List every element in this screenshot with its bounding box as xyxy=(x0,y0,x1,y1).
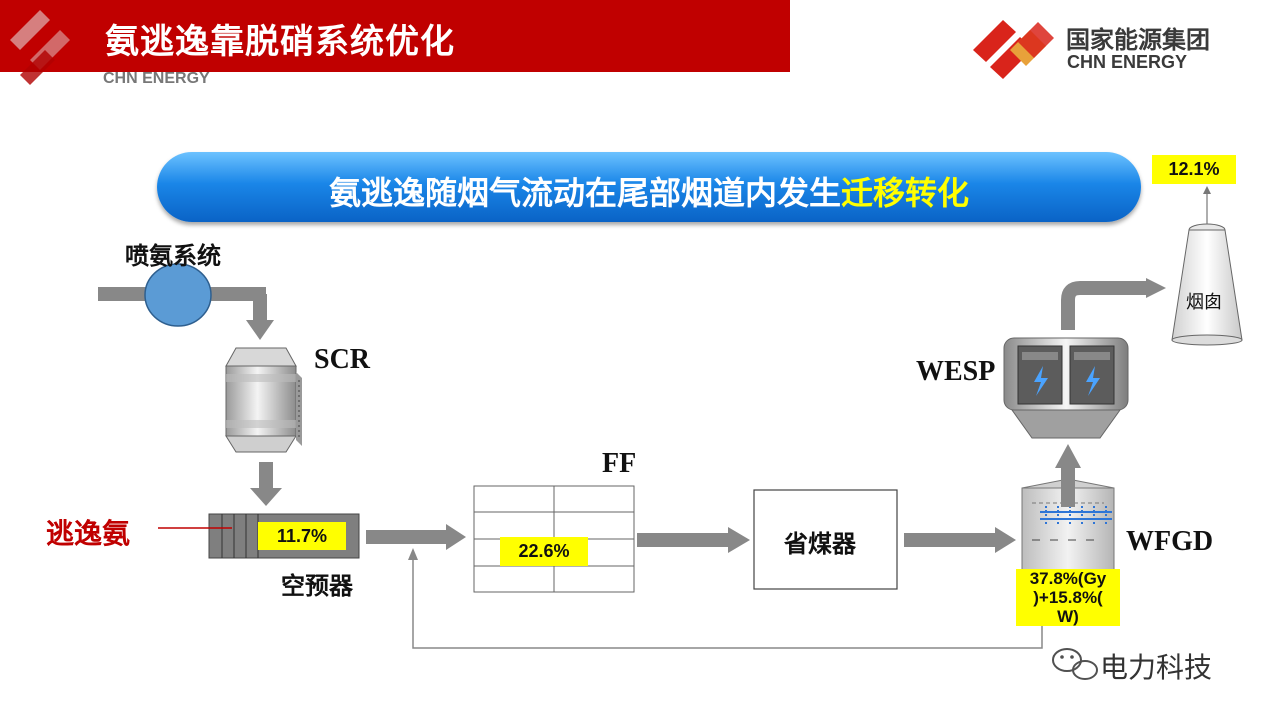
arrow-ff-economizer xyxy=(637,527,750,553)
recirculation-line xyxy=(408,548,1043,649)
chimney-icon xyxy=(1171,223,1243,346)
badge-ff-pct: 22.6% xyxy=(500,537,588,566)
chn-energy-logo-icon xyxy=(973,20,1054,79)
label-escape-ammonia: 逃逸氨 xyxy=(46,517,131,550)
banner-text-highlight: 迁移转化 xyxy=(841,174,970,212)
label-scr: SCR xyxy=(314,344,371,375)
header-bar xyxy=(0,0,790,72)
label-air-preheater: 空预器 xyxy=(281,572,353,600)
label-wesp: WESP xyxy=(916,356,996,387)
banner-text: 氨逃逸随烟气流动在尾部烟道内发生迁移转化 xyxy=(157,168,1141,214)
economizer-box xyxy=(753,489,898,590)
logo-en-text: CHN ENERGY xyxy=(1067,52,1188,72)
logo-cn-text: 国家能源集团 xyxy=(1066,26,1210,54)
label-ff: FF xyxy=(602,448,637,479)
label-chimney: 烟囱 xyxy=(1186,292,1222,313)
arrow-wfgd-wesp xyxy=(1055,444,1081,507)
watermark-text: 电力科技 xyxy=(1100,651,1213,684)
wesp-icon xyxy=(1003,337,1129,439)
label-wfgd: WFGD xyxy=(1126,526,1214,557)
page-title: 氨逃逸靠脱硝系统优化 xyxy=(105,22,455,62)
arrow-wesp-chimney xyxy=(1061,278,1166,330)
badge-wfgd-pct: 37.8%(Gy )+15.8%( W) xyxy=(1016,569,1120,626)
wechat-icon xyxy=(1052,648,1098,680)
arrow-chimney-output xyxy=(1203,186,1211,224)
ammonia-injector-icon xyxy=(144,263,212,327)
badge-aph-pct: 11.7% xyxy=(258,522,346,550)
badge-wfgd-pct-line2: )+15.8%( xyxy=(1033,588,1103,607)
banner xyxy=(157,152,1141,222)
scr-reactor-icon xyxy=(225,347,302,453)
label-ammonia-injection: 喷氨系统 xyxy=(125,242,221,270)
arrow-scr-aph xyxy=(250,462,282,506)
badge-wfgd-pct-line1: 37.8%(Gy xyxy=(1029,569,1107,588)
header-subtitle: CHN ENERGY xyxy=(103,70,210,87)
logo-left-icon xyxy=(10,10,70,85)
badge-chimney-pct: 12.1% xyxy=(1152,155,1236,184)
badge-wfgd-pct-line3: W) xyxy=(1057,607,1079,626)
arrow-economizer-wfgd xyxy=(904,527,1016,553)
banner-text-main: 氨逃逸随烟气流动在尾部烟道内发生 xyxy=(328,174,841,212)
arrow-aph-ff xyxy=(366,524,466,550)
label-economizer: 省煤器 xyxy=(784,530,856,558)
